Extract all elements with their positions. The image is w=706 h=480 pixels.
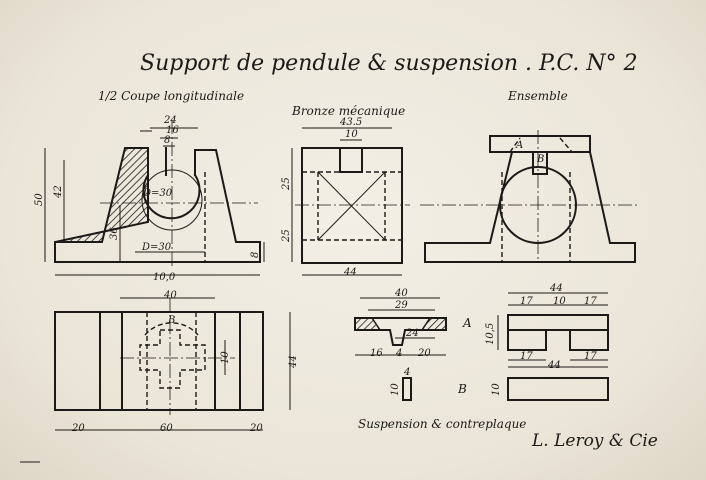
plan-dim-60: 60	[160, 423, 173, 434]
part-a-dim-29: 29	[394, 300, 408, 311]
part-a-dim-20: 20	[417, 348, 431, 359]
assembly-view-label: Ensemble	[507, 89, 568, 103]
plan-dim-20-left: 20	[71, 423, 85, 434]
dim-25-lower: 25	[281, 229, 292, 243]
assembly-part-a: A	[515, 140, 523, 151]
asm-dim-10: 10	[553, 296, 566, 307]
bronze-view-label: Bronze mécanique	[291, 104, 405, 118]
plan-dim-44: 44	[288, 355, 299, 369]
asm-dim-17-low-left: 17	[520, 351, 533, 362]
hatched-section	[54, 147, 149, 262]
row-label-b: B	[457, 382, 467, 396]
part-a-dim-16: 16	[370, 348, 383, 359]
signature: L. Leroy & Cie	[531, 431, 658, 451]
asm-dim-44: 44	[549, 283, 563, 294]
drawing-title: Support de pendule & suspension . P.C. N…	[140, 51, 638, 76]
small-a-height: 10	[390, 383, 401, 396]
dim-8: 8	[164, 135, 170, 146]
dim-16: 16	[166, 125, 179, 136]
small-b-height: 10	[491, 383, 502, 396]
section-dimensions: 24 16 8 D=30 D=30 50 42 36 8 10,0	[34, 115, 261, 283]
dim-44: 44	[343, 267, 357, 278]
asm-dim-17-right: 17	[584, 296, 597, 307]
dim-d30-base: D=30	[141, 242, 172, 253]
dim-25-upper: 25	[281, 177, 292, 191]
dim-42: 42	[53, 185, 64, 199]
suspension-label: Suspension & contreplaque	[358, 417, 526, 431]
assembly-a-detail: 44 17 10 17 10,5 17 44 17	[485, 283, 609, 371]
dim-d30-circle: D=30	[142, 188, 173, 199]
dim-50: 50	[34, 193, 45, 206]
dim-43-5: 43.5	[339, 117, 362, 128]
dim-36: 36	[109, 227, 120, 240]
plan-letter-b: B	[167, 315, 175, 326]
plan-dim-40: 40	[163, 290, 177, 301]
assembly-view: A B	[420, 130, 640, 263]
dim-100: 10,0	[153, 272, 176, 283]
part-a-dim-24: 24	[405, 328, 419, 339]
dim-slot-10: 10	[345, 129, 358, 140]
dim-8-base: 8	[250, 252, 261, 258]
part-a-detail: 40 29 24 16 4 20 A	[354, 288, 472, 359]
plan-view: 40 20 60 20 44 10 B	[54, 290, 299, 434]
asm-dim-10-5: 10,5	[485, 323, 496, 345]
small-a-width: 4	[403, 367, 410, 378]
part-a-dim-4: 4	[395, 348, 402, 359]
part-a-dim-40: 40	[394, 288, 408, 299]
small-parts: 10 4 10 B	[390, 367, 609, 401]
row-label-a: A	[462, 316, 472, 330]
asm-dim-44-low: 44	[547, 360, 561, 371]
section-view-label: 1/2 Coupe longitudinale	[98, 89, 244, 103]
plan-dim-20-right: 20	[249, 423, 263, 434]
bronze-view: 43.5 10 25 25 44	[281, 117, 410, 278]
assembly-part-b: B	[536, 154, 544, 165]
half-section-view	[44, 120, 265, 276]
plan-dim-10: 10	[220, 351, 231, 364]
dim-24: 24	[163, 115, 177, 126]
asm-dim-17-low-right: 17	[584, 351, 597, 362]
asm-dim-17-left: 17	[520, 296, 533, 307]
